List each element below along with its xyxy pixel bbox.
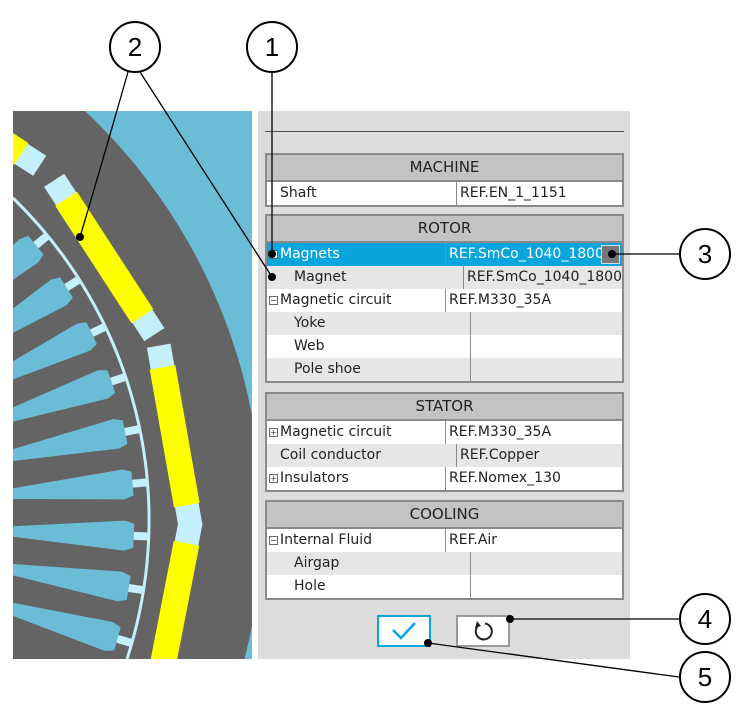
row-value[interactable]: REF.Copper	[460, 447, 540, 463]
collapse-icon[interactable]: −	[269, 249, 278, 259]
row-label: Coil conductor	[267, 444, 457, 467]
table-row[interactable]: Web	[267, 335, 622, 358]
row-label: Magnetic circuit	[280, 424, 392, 440]
row-value[interactable]	[471, 312, 622, 335]
row-label: Airgap	[267, 552, 471, 575]
row-label: Internal Fluid	[280, 532, 372, 548]
table-row[interactable]: Airgap	[267, 552, 622, 575]
stator-tooth	[13, 322, 107, 392]
callout-3: 3	[679, 228, 731, 280]
row-value[interactable]: REF.M330_35A	[449, 424, 552, 440]
reset-icon	[474, 621, 493, 641]
dropdown-button[interactable]	[601, 245, 620, 264]
stator-tooth	[13, 520, 148, 551]
table-row[interactable]: +Magnetic circuit REF.M330_35A	[267, 421, 622, 444]
table-row[interactable]: +Insulators REF.Nomex_130	[267, 467, 622, 490]
stator-tooth	[13, 419, 140, 463]
stator-tooth	[13, 600, 132, 651]
row-value[interactable]	[471, 358, 622, 381]
magnet	[146, 343, 203, 529]
row-value[interactable]: REF.Nomex_130	[449, 470, 561, 486]
stator-tooth	[13, 276, 81, 359]
row-value[interactable]: REF.EN_1_1151	[460, 185, 567, 201]
callout-5: 5	[679, 651, 731, 703]
row-label: Magnets	[280, 246, 340, 262]
machine-header: MACHINE	[267, 155, 622, 182]
stator-tooth	[13, 370, 126, 426]
row-label: Web	[267, 335, 471, 358]
row-value[interactable]	[471, 552, 622, 575]
table-row[interactable]: Pole shoe	[267, 358, 622, 381]
apply-button[interactable]	[377, 615, 431, 647]
rotor-header: ROTOR	[267, 216, 622, 243]
stator-tooth	[13, 563, 144, 602]
cooling-header: COOLING	[267, 502, 622, 529]
magnet	[143, 519, 203, 659]
expand-icon[interactable]: +	[269, 473, 278, 483]
row-label: Pole shoe	[267, 358, 471, 381]
row-value[interactable]: REF.Air	[449, 532, 498, 548]
row-value: REF.SmCo_1040_1800	[449, 246, 604, 262]
row-label: Insulators	[280, 470, 349, 486]
row-value[interactable]	[471, 575, 622, 598]
cooling-table: COOLING −Internal Fluid REF.Air Airgap Ho…	[265, 500, 624, 600]
stator-header: STATOR	[267, 394, 622, 421]
stator-tooth	[13, 469, 147, 500]
row-label: Hole	[267, 575, 471, 598]
row-value[interactable]: REF.SmCo_1040_1800	[467, 269, 622, 285]
row-label: Magnetic circuit	[280, 292, 392, 308]
row-value[interactable]	[471, 335, 622, 358]
stator-tooth	[13, 233, 50, 328]
reset-button[interactable]	[456, 615, 510, 647]
row-label: Magnet	[267, 266, 465, 289]
stator-teeth	[13, 233, 148, 651]
checkmark-icon	[392, 622, 416, 640]
expand-icon[interactable]: +	[269, 427, 278, 437]
rotor-magnets	[13, 111, 203, 659]
callout-2: 2	[109, 21, 161, 73]
callout-1: 1	[246, 21, 298, 73]
table-row[interactable]: Hole	[267, 575, 622, 598]
collapse-icon[interactable]: −	[269, 535, 278, 545]
row-label: Yoke	[267, 312, 471, 335]
airgap-ring	[13, 196, 151, 659]
table-row-selected[interactable]: −Magnets REF.SmCo_1040_1800	[267, 243, 622, 266]
collapse-icon[interactable]: −	[269, 295, 278, 305]
table-row[interactable]: Yoke	[267, 312, 622, 335]
row-label: Shaft	[267, 182, 457, 205]
divider	[265, 131, 624, 132]
row-value[interactable]: REF.M330_35A	[449, 292, 552, 308]
callout-4: 4	[679, 593, 731, 645]
table-row[interactable]: −Magnetic circuit REF.M330_35A	[267, 289, 622, 312]
table-row[interactable]: −Internal Fluid REF.Air	[267, 529, 622, 552]
